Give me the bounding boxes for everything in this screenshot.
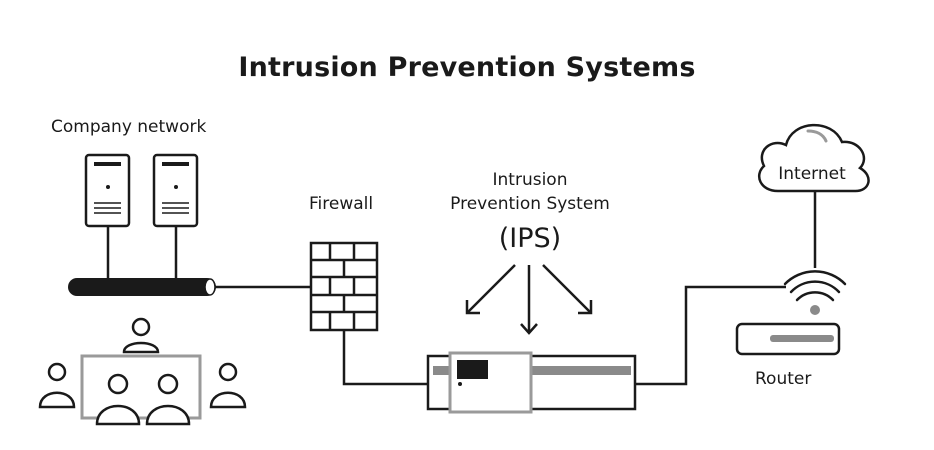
arrow-down-right-icon xyxy=(542,264,593,315)
diagram-title: Intrusion Prevention Systems xyxy=(238,52,696,83)
connection-lines xyxy=(106,192,817,386)
router-label: Router xyxy=(755,369,812,389)
company-network-label: Company network xyxy=(51,117,207,137)
users-group-icon xyxy=(38,317,247,426)
server-icon xyxy=(84,153,131,228)
firewall-label: Firewall xyxy=(309,194,374,214)
router-icon xyxy=(735,270,847,356)
arrow-down-icon xyxy=(520,265,538,335)
arrow-down-left-icon xyxy=(465,264,516,315)
internet-label: Internet xyxy=(778,164,846,184)
ips-label-line1: Intrusion xyxy=(492,170,568,190)
ips-to-router-line xyxy=(635,285,786,386)
ips-abbreviation: (IPS) xyxy=(498,223,562,254)
network-bus-icon xyxy=(68,278,216,296)
server-icon xyxy=(152,153,199,228)
ips-appliance-icon xyxy=(426,351,637,414)
internet-cloud-icon: Internet xyxy=(758,123,870,193)
ips-label-line2: Prevention System xyxy=(450,194,610,214)
firewall-icon xyxy=(309,241,379,332)
ips-arrows xyxy=(465,264,593,335)
wifi-icon xyxy=(783,270,847,302)
firewall-to-ips-line xyxy=(342,330,428,386)
